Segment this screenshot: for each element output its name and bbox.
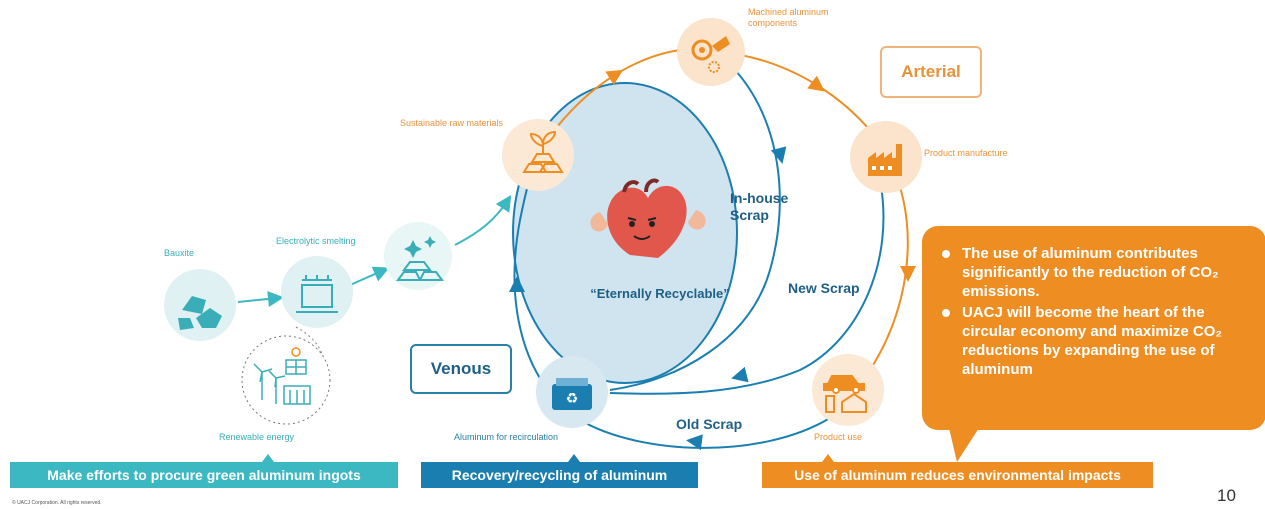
old-scrap-label: Old Scrap: [676, 416, 743, 432]
renewable-energy-icon: [253, 347, 311, 405]
venous-box: Venous: [410, 344, 512, 394]
callout-list: The use of aluminum contributes signific…: [938, 244, 1246, 379]
callout-bullet: UACJ will become the heart of the circul…: [938, 303, 1246, 379]
new-scrap-arc: [609, 179, 885, 395]
bauxite-label: Bauxite: [164, 248, 195, 258]
arterial-box: Arterial: [880, 46, 982, 98]
band-green-ingots: Make efforts to procure green aluminum i…: [10, 462, 398, 488]
electrolytic-circle: [281, 256, 353, 328]
renewable-circle: [241, 335, 331, 425]
aluminum-ingots-icon: [396, 236, 444, 281]
factory-icon: [868, 144, 902, 176]
flow-smelting-ingots: [349, 266, 390, 286]
recirculation-label: Aluminum for recirculation: [454, 432, 559, 442]
in-house-scrap-arc: [609, 69, 781, 391]
machined-label: Machined aluminum components: [748, 7, 829, 28]
eternally-recyclable-text: “Eternally Recyclable”: [590, 286, 730, 301]
heart-mascot-icon: [590, 178, 706, 258]
svg-text:♻: ♻: [566, 391, 579, 407]
flow-bauxite-smelting: [237, 291, 284, 307]
in-house-scrap-label: In-house Scrap: [730, 190, 789, 223]
callout-box: The use of aluminum contributes signific…: [922, 226, 1265, 430]
car-house-icon: [823, 375, 867, 413]
product-manufacture-label: Product manufacture: [924, 148, 1008, 158]
sustainable-ingots-icon: [522, 130, 564, 173]
callout-tail: [943, 428, 979, 462]
recycle-bin-icon: ♻: [552, 378, 592, 410]
smelter-icon: [296, 275, 338, 313]
ore-rocks-icon: [178, 296, 222, 330]
flow-ingots-sustainable: [454, 194, 512, 246]
band-recovery: Recovery/recycling of aluminum: [421, 462, 698, 488]
product-use-label: Product use: [814, 432, 863, 442]
sustainable-label: Sustainable raw materials: [400, 118, 504, 128]
copyright: © UACJ Corporation. All rights reserved.: [12, 500, 102, 506]
renewable-label: Renewable energy: [219, 432, 295, 442]
callout-bullet: The use of aluminum contributes signific…: [938, 244, 1246, 301]
machined-parts-icon: [691, 36, 730, 73]
electrolytic-label: Electrolytic smelting: [276, 236, 356, 246]
new-scrap-label: New Scrap: [788, 280, 860, 296]
band-impact: Use of aluminum reduces environmental im…: [762, 462, 1153, 488]
page-number: 10: [1217, 486, 1236, 505]
